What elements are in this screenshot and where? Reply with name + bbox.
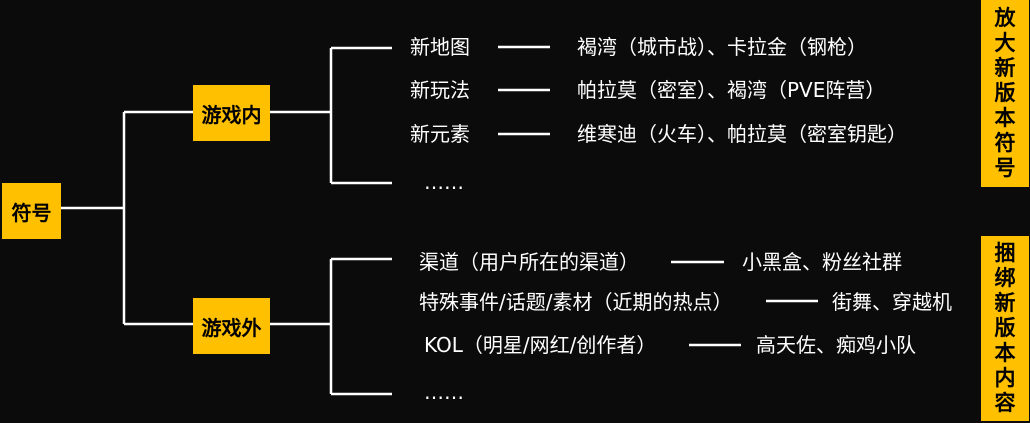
- category-label: 游戏外: [201, 315, 262, 340]
- root-node: 符号: [2, 183, 61, 239]
- banner-char: 捆: [994, 241, 1016, 265]
- item-label: 特殊事件/话题/素材（近期的热点）: [419, 290, 733, 314]
- item-examples: 维寒迪（火车）、帕拉莫（密室钥匙）: [577, 122, 907, 146]
- ellipsis-more: ……: [424, 380, 464, 404]
- item-examples: 帕拉莫（密室）、褐湾（PVE阵营）: [577, 78, 886, 102]
- item-examples: 小黑盒、粉丝社群: [742, 250, 902, 274]
- category-node-out-game: 游戏外: [193, 298, 270, 354]
- banner-char: 新: [994, 56, 1016, 80]
- banner-char: 符: [994, 131, 1016, 155]
- banner-char: 新: [994, 291, 1016, 315]
- banner-char: 本: [994, 341, 1016, 365]
- banner-char: 绑: [994, 266, 1016, 290]
- item-examples: 街舞、穿越机: [832, 290, 952, 314]
- banner-char: 大: [994, 31, 1016, 55]
- item-label: KOL（明星/网红/创作者）: [424, 333, 657, 357]
- category-node-in-game: 游戏内: [193, 85, 270, 141]
- category-label: 游戏内: [201, 102, 262, 127]
- banner-char: 本: [994, 106, 1016, 130]
- ellipsis-more: ……: [424, 170, 464, 194]
- item-label: 新元素: [410, 122, 470, 146]
- item-examples: 褐湾（城市战）、卡拉金（钢枪）: [577, 35, 867, 59]
- item-label: 新地图: [410, 35, 470, 59]
- banner-amplify-symbol: 放 大 新 版 本 符 号: [981, 0, 1029, 187]
- banner-char: 放: [994, 6, 1016, 30]
- item-label: 渠道（用户所在的渠道）: [419, 250, 639, 274]
- banner-char: 版: [994, 316, 1016, 340]
- item-examples: 高天佐、痴鸡小队: [756, 333, 916, 357]
- banner-char: 号: [994, 156, 1016, 180]
- banner-bundle-content: 捆 绑 新 版 本 内 容: [981, 236, 1029, 421]
- banner-char: 版: [994, 81, 1016, 105]
- root-node-label: 符号: [11, 200, 52, 225]
- item-label: 新玩法: [410, 78, 470, 102]
- banner-char: 容: [994, 391, 1016, 415]
- banner-char: 内: [994, 366, 1016, 390]
